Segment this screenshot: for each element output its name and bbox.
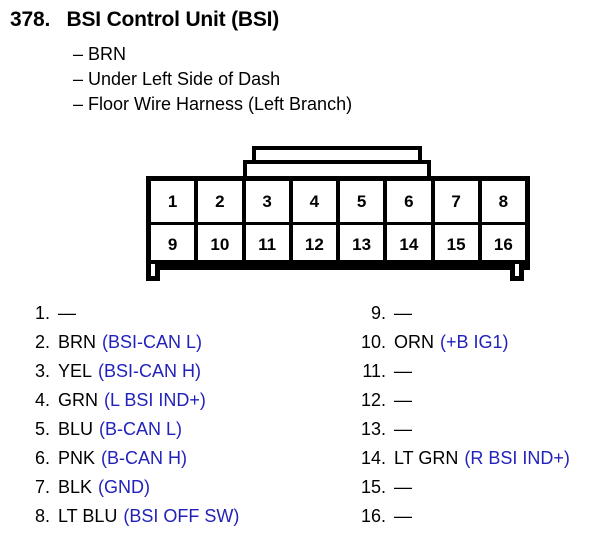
pin-list-item: 13. — [350, 419, 570, 448]
pin-list-item: 2. BRN (BSI-CAN L) [14, 332, 239, 361]
pin-cell[interactable]: 15 [434, 224, 478, 265]
note-item: – Under Left Side of Dash [73, 67, 352, 92]
connector-foot-right [510, 264, 524, 281]
note-text: Under Left Side of Dash [88, 69, 281, 89]
pin-cell[interactable]: 8 [481, 181, 525, 222]
latch-tab-upper [252, 146, 422, 161]
pin-number: 16. [360, 506, 386, 526]
pin-wire-color: — [58, 303, 76, 323]
pin-number: 8. [34, 506, 50, 526]
pin-wire-color: LT BLU [58, 506, 118, 526]
pin-signal-name: (B-CAN L) [99, 419, 183, 439]
pin-signal-name: (BSI-CAN L) [102, 332, 203, 352]
pin-wire-color: PNK [58, 448, 96, 468]
note-item: – Floor Wire Harness (Left Branch) [73, 92, 352, 117]
pin-wire-color: — [394, 303, 412, 323]
pin-number: 11. [362, 361, 386, 381]
pin-wire-color: BLU [58, 419, 94, 439]
pin-signal-name: (L BSI IND+) [104, 390, 206, 410]
pin-cell[interactable]: 16 [481, 224, 525, 265]
pin-cell[interactable]: 4 [292, 181, 336, 222]
pin-number: 5. [34, 419, 50, 439]
pin-wire-color: YEL [58, 361, 93, 381]
note-text: Floor Wire Harness (Left Branch) [88, 94, 353, 114]
pin-signal-name: (B-CAN H) [101, 448, 188, 468]
pin-signal-name: (GND) [98, 477, 151, 497]
pin-cell[interactable]: 13 [340, 224, 384, 265]
note-text: BRN [88, 44, 127, 64]
pin-number: 3. [34, 361, 50, 381]
connector-diagram: 1 2 3 4 5 6 7 8 9 10 11 12 13 14 15 16 [140, 146, 532, 286]
pin-cell[interactable]: 6 [387, 181, 431, 222]
pin-cell[interactable]: 3 [245, 181, 289, 222]
pin-list-item: 9. — [350, 303, 570, 332]
pin-wire-color: — [394, 419, 412, 439]
pin-list-item: 16. — [350, 506, 570, 535]
page-title: 378. BSI Control Unit (BSI) [10, 8, 279, 32]
connector-foot-left [146, 264, 160, 281]
pin-wire-color: — [394, 390, 412, 410]
note-item: – BRN [73, 42, 352, 67]
pin-wire-color: BRN [58, 332, 97, 352]
pin-list-left-column: 1. — 2. BRN (BSI-CAN L) 3. YEL (BSI-CAN … [14, 303, 239, 535]
pin-list-item: 1. — [14, 303, 239, 332]
pin-grid: 1 2 3 4 5 6 7 8 9 10 11 12 13 14 15 16 [151, 181, 525, 265]
connector-notes-list: – BRN – Under Left Side of Dash – Floor … [73, 42, 352, 117]
pin-cell[interactable]: 14 [387, 224, 431, 265]
pin-wire-color: ORN [394, 332, 434, 352]
pin-cell[interactable]: 10 [198, 224, 242, 265]
pin-wire-color: LT GRN [394, 448, 459, 468]
pin-cell[interactable]: 11 [245, 224, 289, 265]
pin-number: 2. [34, 332, 50, 352]
pin-cell[interactable]: 2 [198, 181, 242, 222]
pin-number: 10. [360, 332, 386, 352]
pin-cell[interactable]: 1 [151, 181, 195, 222]
pin-wire-color: — [394, 506, 412, 526]
dash-icon: – [73, 94, 84, 114]
pin-cell[interactable]: 9 [151, 224, 195, 265]
entry-title: BSI Control Unit (BSI) [66, 8, 280, 31]
pin-number: 12. [360, 390, 386, 410]
pin-number: 14. [360, 448, 386, 468]
pin-number: 13. [360, 419, 386, 439]
dash-icon: – [73, 69, 84, 89]
pin-row-bottom: 9 10 11 12 13 14 15 16 [151, 224, 525, 265]
pin-signal-name: (BSI-CAN H) [98, 361, 202, 381]
pin-wire-color: — [394, 361, 412, 381]
pin-cell[interactable]: 12 [292, 224, 336, 265]
connector-bottom-bar [146, 260, 530, 270]
pin-signal-name: (BSI OFF SW) [123, 506, 240, 526]
pin-wire-color: BLK [58, 477, 93, 497]
pin-list-item: 3. YEL (BSI-CAN H) [14, 361, 239, 390]
pin-wire-color: — [394, 477, 412, 497]
pin-list-item: 5. BLU (B-CAN L) [14, 419, 239, 448]
pin-list-item: 4. GRN (L BSI IND+) [14, 390, 239, 419]
pin-list-item: 6. PNK (B-CAN H) [14, 448, 239, 477]
entry-number: 378. [10, 8, 51, 31]
pin-list-item: 10. ORN (+B IG1) [350, 332, 570, 361]
pin-wire-color: GRN [58, 390, 98, 410]
pin-list-item: 8. LT BLU (BSI OFF SW) [14, 506, 239, 535]
latch-tab-lower [243, 160, 431, 177]
pin-cell[interactable]: 5 [340, 181, 384, 222]
pin-number: 4. [34, 390, 50, 410]
pin-list-right-column: 9. — 10. ORN (+B IG1) 11. — 12. — 13. — … [350, 303, 570, 535]
pin-list-item: 14. LT GRN (R BSI IND+) [350, 448, 570, 477]
pin-list-item: 7. BLK (GND) [14, 477, 239, 506]
pin-list-item: 15. — [350, 477, 570, 506]
pin-number: 9. [370, 303, 386, 323]
pin-number: 1. [34, 303, 50, 323]
pin-signal-name: (+B IG1) [440, 332, 509, 352]
pin-row-top: 1 2 3 4 5 6 7 8 [151, 181, 525, 225]
pin-signal-name: (R BSI IND+) [464, 448, 570, 468]
pin-number: 7. [34, 477, 50, 497]
pin-number: 6. [34, 448, 50, 468]
pin-cell[interactable]: 7 [434, 181, 478, 222]
pin-list-item: 11. — [350, 361, 570, 390]
pin-list-item: 12. — [350, 390, 570, 419]
pin-number: 15. [360, 477, 386, 497]
dash-icon: – [73, 44, 84, 64]
